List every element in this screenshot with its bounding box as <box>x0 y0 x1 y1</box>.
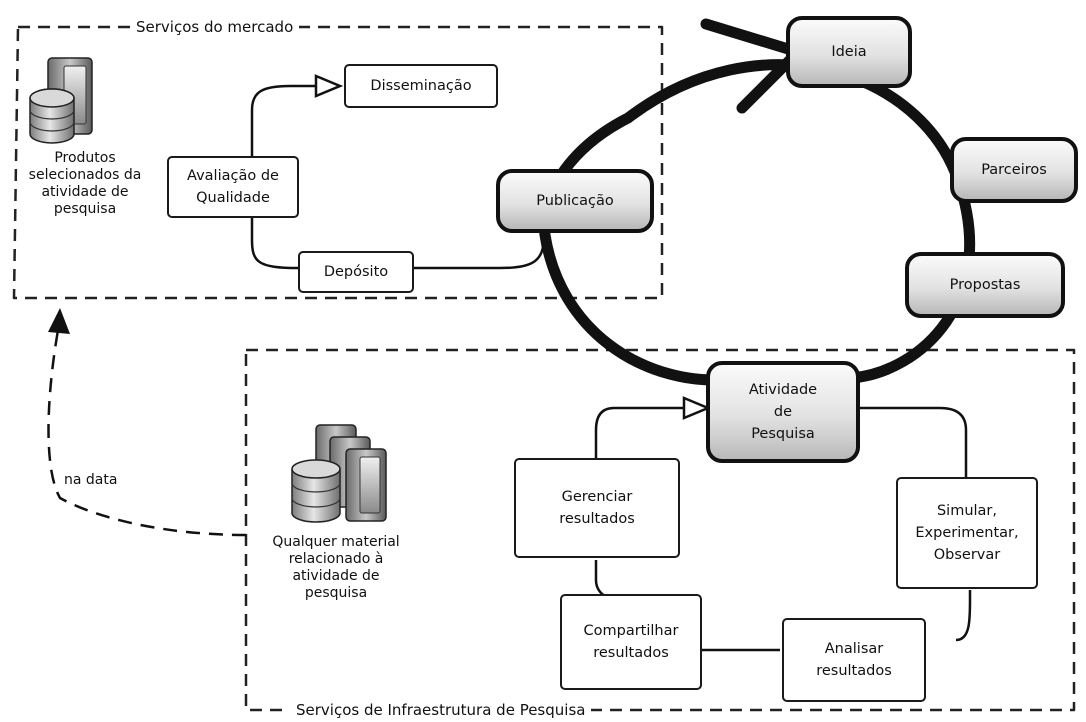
box-compartilhar-resultados[interactable]: Compartilhar resultados <box>560 594 702 690</box>
research-activity-loop <box>594 406 972 652</box>
node-propostas[interactable]: Propostas <box>905 252 1065 318</box>
box-analisar-label: Analisar resultados <box>816 641 892 679</box>
database-server-icon <box>29 57 93 144</box>
na-data-label: na data <box>64 472 118 488</box>
publication-flow-line <box>250 84 546 270</box>
node-atividade-de-pesquisa[interactable]: Atividade de Pesquisa <box>706 361 860 463</box>
node-atividade-label: Atividade de Pesquisa <box>748 382 818 442</box>
node-parceiros-label: Parceiros <box>981 162 1047 178</box>
return-arrowhead <box>48 308 70 334</box>
node-publicacao[interactable]: Publicação <box>496 169 654 233</box>
box-disseminacao-label: Disseminação <box>370 78 472 94</box>
box-compartilhar-label: Compartilhar resultados <box>583 623 679 661</box>
node-ideia[interactable]: Ideia <box>786 16 912 88</box>
activity-arrowhead <box>682 396 712 420</box>
return-dashed-line <box>47 329 247 537</box>
box-gerenciar-label: Gerenciar resultados <box>559 489 635 527</box>
node-propostas-label: Propostas <box>949 277 1021 293</box>
box-simular-label: Simular, Experimentar, Observar <box>915 503 1019 563</box>
box-avaliacao-label: Avaliação de Qualidade <box>187 168 279 206</box>
market-services-title: Serviços do mercado <box>130 18 300 36</box>
box-disseminacao[interactable]: Disseminação <box>344 64 498 108</box>
qualquer-material-label: Qualquer material relacionado à atividad… <box>272 534 400 601</box>
market-services-region <box>12 25 664 300</box>
box-avaliacao-de-qualidade[interactable]: Avaliação de Qualidade <box>167 156 299 218</box>
box-simular-experimentar-observar[interactable]: Simular, Experimentar, Observar <box>896 477 1038 589</box>
infrastructure-services-title: Serviços de Infraestrutura de Pesquisa <box>290 701 592 719</box>
node-ideia-label: Ideia <box>831 44 867 60</box>
box-deposito[interactable]: Depósito <box>298 251 414 293</box>
box-gerenciar-resultados[interactable]: Gerenciar resultados <box>514 458 680 558</box>
box-deposito-label: Depósito <box>323 264 389 280</box>
dissemination-arrowhead <box>314 74 344 98</box>
infrastructure-services-region <box>244 348 1076 712</box>
produtos-selecionados-label: Produtos selecionados da atividade de pe… <box>28 150 142 217</box>
node-publicacao-label: Publicação <box>536 193 614 209</box>
database-server-stack-icon <box>291 424 387 523</box>
box-analisar-resultados[interactable]: Analisar resultados <box>782 618 926 702</box>
node-parceiros[interactable]: Parceiros <box>950 137 1078 203</box>
